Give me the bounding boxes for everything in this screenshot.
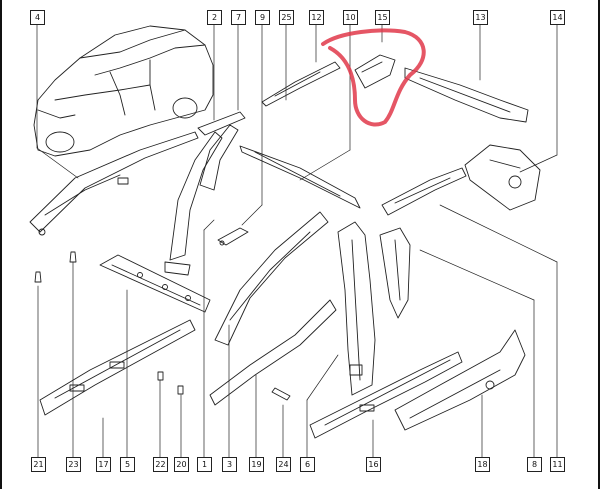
callout-22: 22 bbox=[153, 457, 168, 472]
callout-14: 14 bbox=[550, 10, 565, 25]
callout-25: 25 bbox=[279, 10, 294, 25]
callout-5: 5 bbox=[120, 457, 135, 472]
callout-16: 16 bbox=[366, 457, 381, 472]
part-15-bracket bbox=[354, 54, 396, 89]
part-12-roof-bow bbox=[261, 61, 341, 107]
part-4-side-rail bbox=[29, 131, 199, 236]
part-17-sill bbox=[39, 319, 196, 416]
callout-2: 2 bbox=[207, 10, 222, 25]
part-8-pillar bbox=[379, 227, 411, 319]
callout-19: 19 bbox=[249, 457, 264, 472]
part-10-cross-member bbox=[239, 145, 361, 209]
callout-13: 13 bbox=[473, 10, 488, 25]
callout-9: 9 bbox=[255, 10, 270, 25]
car-illustration bbox=[33, 25, 214, 157]
callout-24: 24 bbox=[276, 457, 291, 472]
callout-11: 11 bbox=[550, 457, 565, 472]
callout-17: 17 bbox=[96, 457, 111, 472]
callout-6: 6 bbox=[300, 457, 315, 472]
callout-3: 3 bbox=[222, 457, 237, 472]
part-6-b-pillar bbox=[337, 221, 376, 396]
part-9-bracket bbox=[217, 227, 249, 246]
callout-20: 20 bbox=[174, 457, 189, 472]
part-7-pillar-inner bbox=[199, 124, 239, 191]
part-5-floor-member bbox=[99, 254, 211, 313]
callout-8: 8 bbox=[527, 457, 542, 472]
part-18-sill-rear bbox=[394, 329, 526, 431]
callout-15: 15 bbox=[375, 10, 390, 25]
fasteners bbox=[34, 251, 291, 401]
callout-12: 12 bbox=[309, 10, 324, 25]
callout-18: 18 bbox=[475, 457, 490, 472]
part-11-reinforcement bbox=[381, 167, 467, 216]
part-3-pillar-lower bbox=[214, 211, 329, 346]
part-13-rear-rail bbox=[404, 67, 529, 123]
highlight-circle bbox=[321, 28, 426, 127]
callout-23: 23 bbox=[66, 457, 81, 472]
part-2-pillar bbox=[164, 111, 246, 276]
leader-lines bbox=[36, 22, 558, 458]
callout-21: 21 bbox=[31, 457, 46, 472]
part-16-sill bbox=[309, 351, 463, 439]
callout-1: 1 bbox=[197, 457, 212, 472]
part-19-reinforcement bbox=[209, 299, 337, 406]
callout-10: 10 bbox=[343, 10, 358, 25]
callout-4: 4 bbox=[30, 10, 45, 25]
part-14-corner-panel bbox=[464, 144, 541, 211]
callout-7: 7 bbox=[231, 10, 246, 25]
